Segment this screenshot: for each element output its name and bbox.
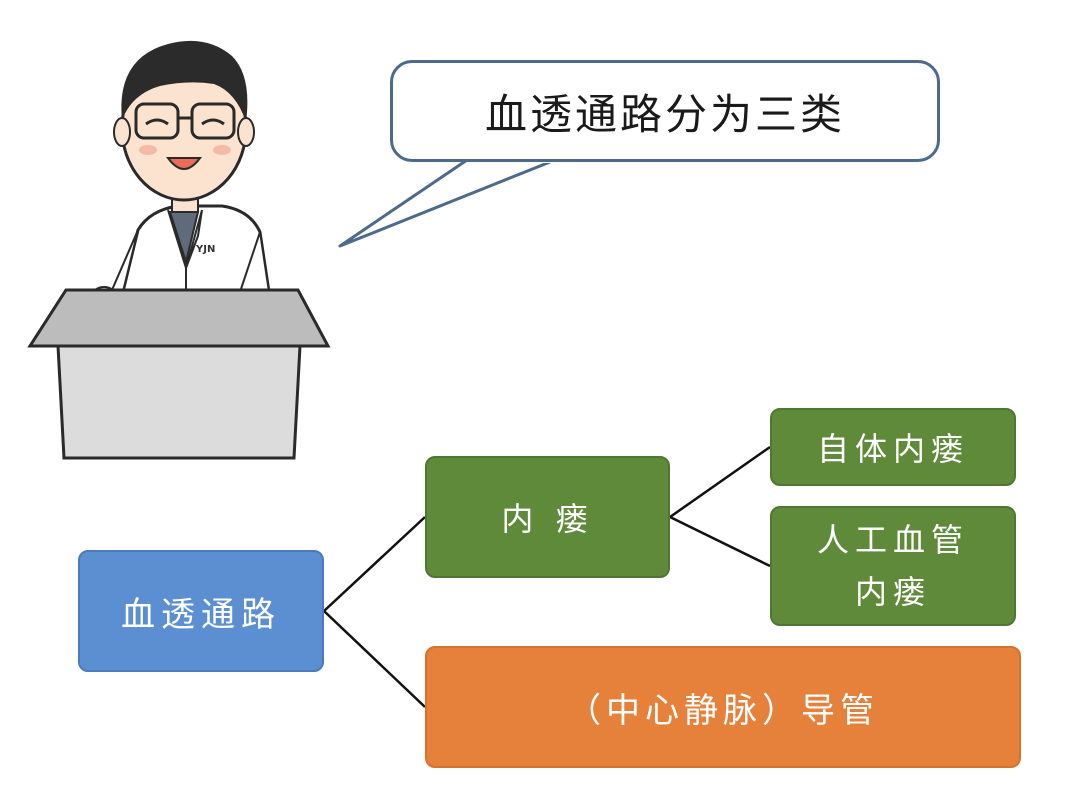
node-dialysis-access: 血透通路 (78, 550, 324, 672)
node-fistula: 内 瘘 (425, 456, 670, 578)
node-autogenous-fistula: 自体内瘘 (770, 408, 1016, 486)
speech-bubble-tail (338, 156, 562, 248)
glasses-icon (134, 102, 236, 140)
speech-bubble-text: 血透通路分为三类 (484, 89, 845, 139)
connector-root-catheter (323, 610, 426, 708)
node-graft-fistula: 人工血管 内瘘 (770, 506, 1016, 626)
doctor-cartoon: YJN (91, 40, 274, 316)
node-graft-fistula-line2: 内瘘 (854, 573, 931, 611)
badge-text: YJN (195, 244, 215, 255)
tree-connectors (323, 445, 771, 708)
connector-root-fistula (323, 516, 426, 612)
node-central-venous-catheter-label: （中心静脉）导管 (567, 690, 879, 731)
node-dialysis-access-label: 血透通路 (121, 594, 281, 635)
node-fistula-label: 内 瘘 (501, 500, 594, 538)
connector-fistula-autogenous (669, 445, 771, 519)
speech-bubble: 血透通路分为三类 (390, 60, 940, 162)
podium (27, 288, 331, 460)
node-central-venous-catheter: （中心静脉）导管 (425, 646, 1021, 768)
node-graft-fistula-line1: 人工血管 (816, 521, 969, 559)
node-autogenous-fistula-label: 自体内瘘 (816, 430, 969, 468)
connector-fistula-graft (669, 515, 771, 568)
